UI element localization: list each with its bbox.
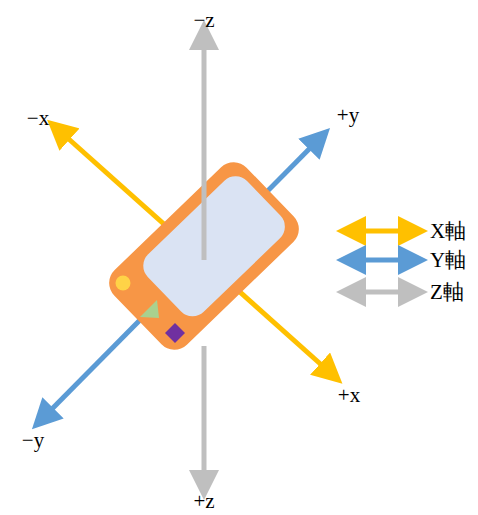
axis-label: +y: [337, 105, 359, 126]
x-axis: [62, 133, 335, 377]
axis-label: +z: [193, 491, 214, 512]
legend-text: Z軸: [430, 282, 464, 303]
phone-button-diamond: [165, 323, 185, 343]
axis-label: −x: [27, 108, 49, 129]
axis-label: −y: [22, 430, 44, 451]
legend-text: Y軸: [430, 250, 466, 271]
phone-button-triangle: [140, 300, 159, 318]
legend-z-sample: [356, 290, 418, 295]
legend-y-sample: [356, 258, 418, 263]
z-axis-lower: [202, 346, 207, 490]
axis-label: +x: [338, 385, 360, 406]
legend-text: X軸: [430, 221, 466, 242]
legend-x-sample: [356, 229, 418, 234]
z-axis-upper: [202, 40, 207, 260]
phone-button-circle: [116, 276, 131, 291]
y-axis: [46, 135, 323, 415]
axis-label: −z: [193, 10, 214, 31]
